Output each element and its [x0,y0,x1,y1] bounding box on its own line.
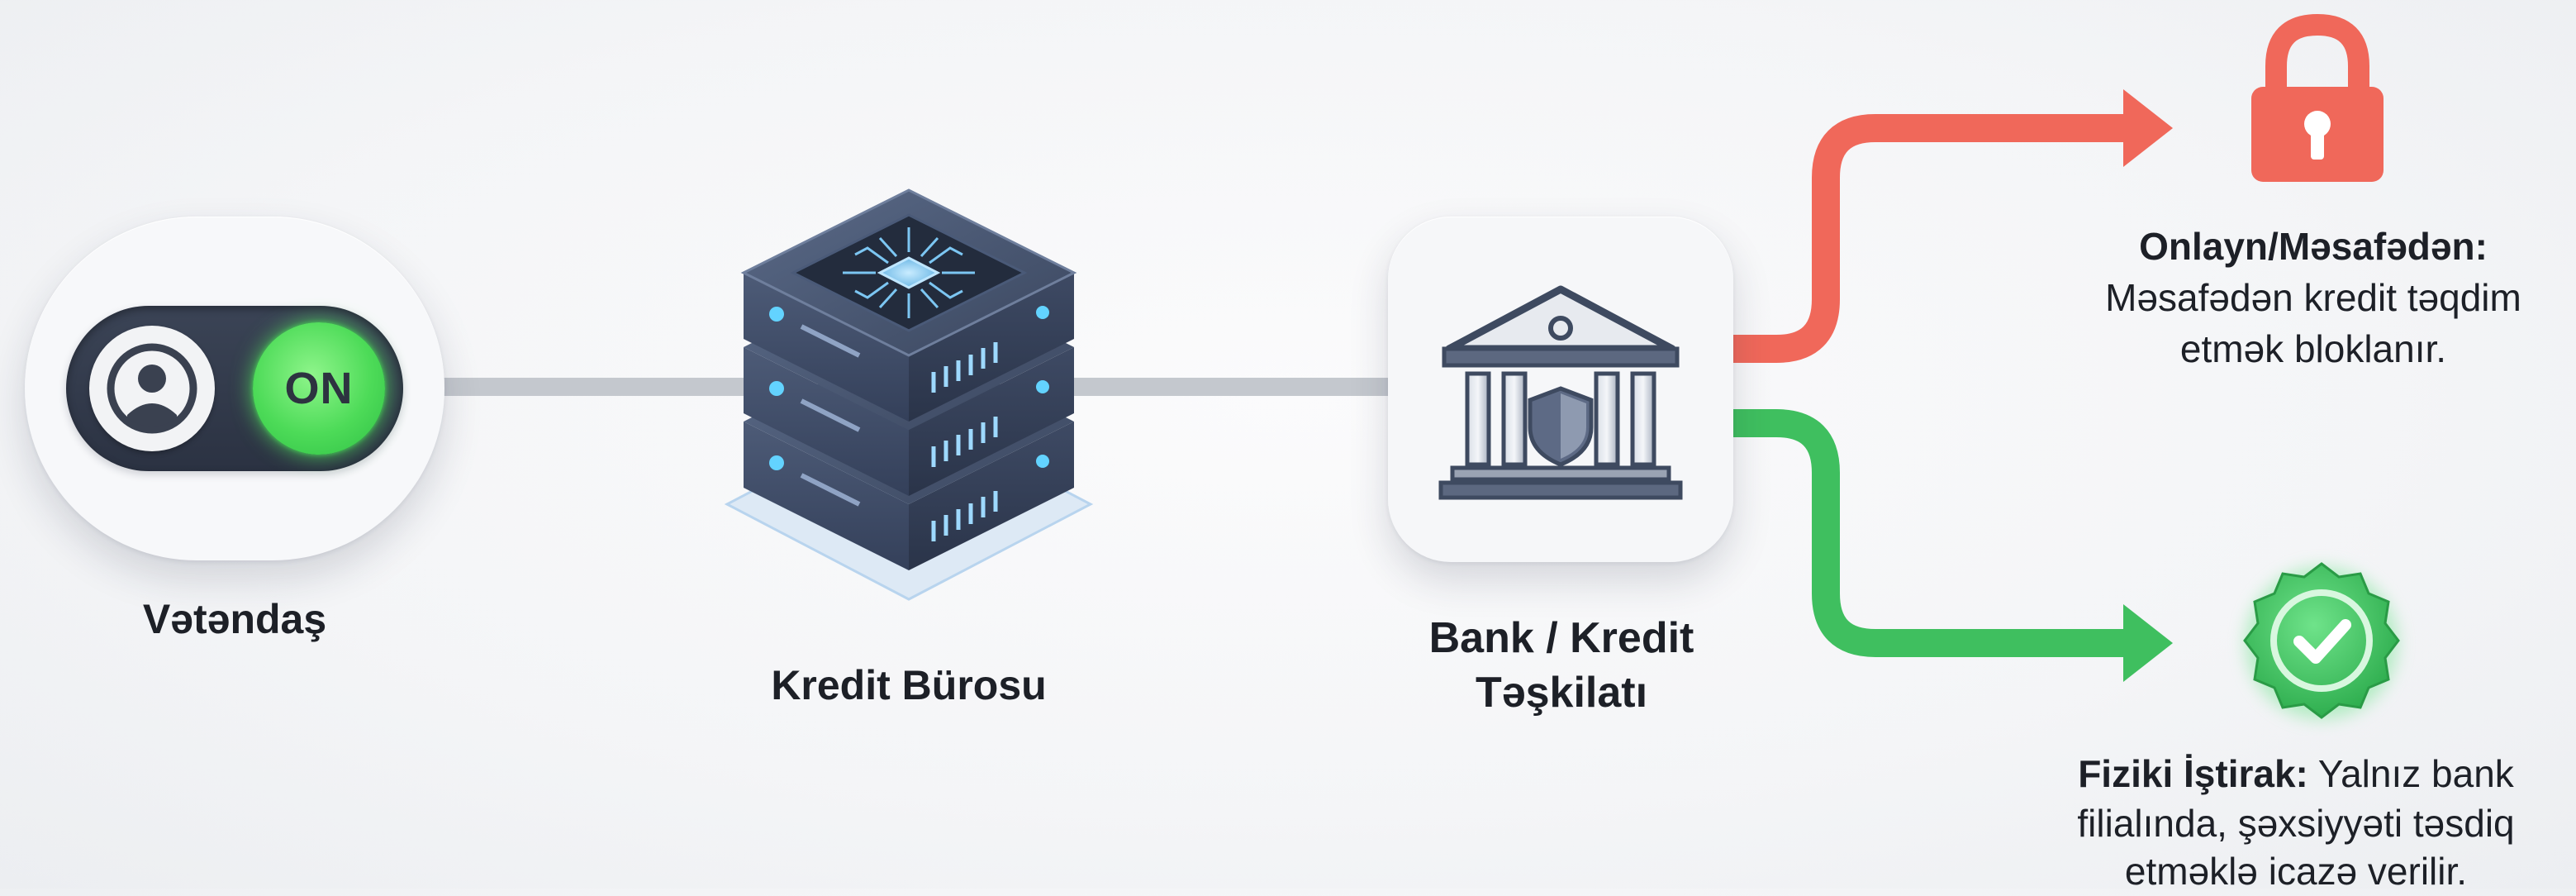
credit-bureau-server-icon [711,149,1107,628]
person-icon [89,326,215,451]
physical-outcome-title: Fiziki İştirak: [2078,752,2308,795]
citizen-node: ON [25,217,444,560]
credit-bureau-label: Kredit Bürosu [771,662,1047,708]
arrow-head-online [2123,89,2173,167]
check-badge-icon [2227,546,2417,736]
arrow-head-physical [2123,604,2173,682]
connector-online-blocked [1733,114,2136,363]
server-layer-top [740,188,1077,422]
bank-label-line1: Bank / Kredit [1428,614,1694,662]
lock-icon [2231,8,2404,190]
citizen-toggle[interactable]: ON [66,306,403,471]
bank-building-icon [1438,285,1683,500]
connector-physical-allowed [1733,409,2136,657]
physical-outcome-line1-text: Yalnız bank [2307,752,2514,795]
physical-outcome-line1: Fiziki İştirak: Yalnız bank [2016,749,2576,798]
physical-outcome-line3: etməklə icazə verilir. [2124,850,2468,893]
physical-outcome-line2: filialında, şəxsiyyəti təsdiq [2077,802,2515,845]
toggle-on-indicator: ON [253,322,385,455]
citizen-label: Vətəndaş [142,596,327,642]
online-outcome-title: Onlayn/Məsafədən: [2139,225,2488,268]
bank-label-line2: Təşkilatı [1475,669,1648,717]
online-outcome-desc-line2: etmək bloklanır. [2179,327,2447,370]
bank-node [1388,217,1733,562]
online-outcome-desc-line1: Məsafədən kredit təqdim [2105,276,2521,319]
